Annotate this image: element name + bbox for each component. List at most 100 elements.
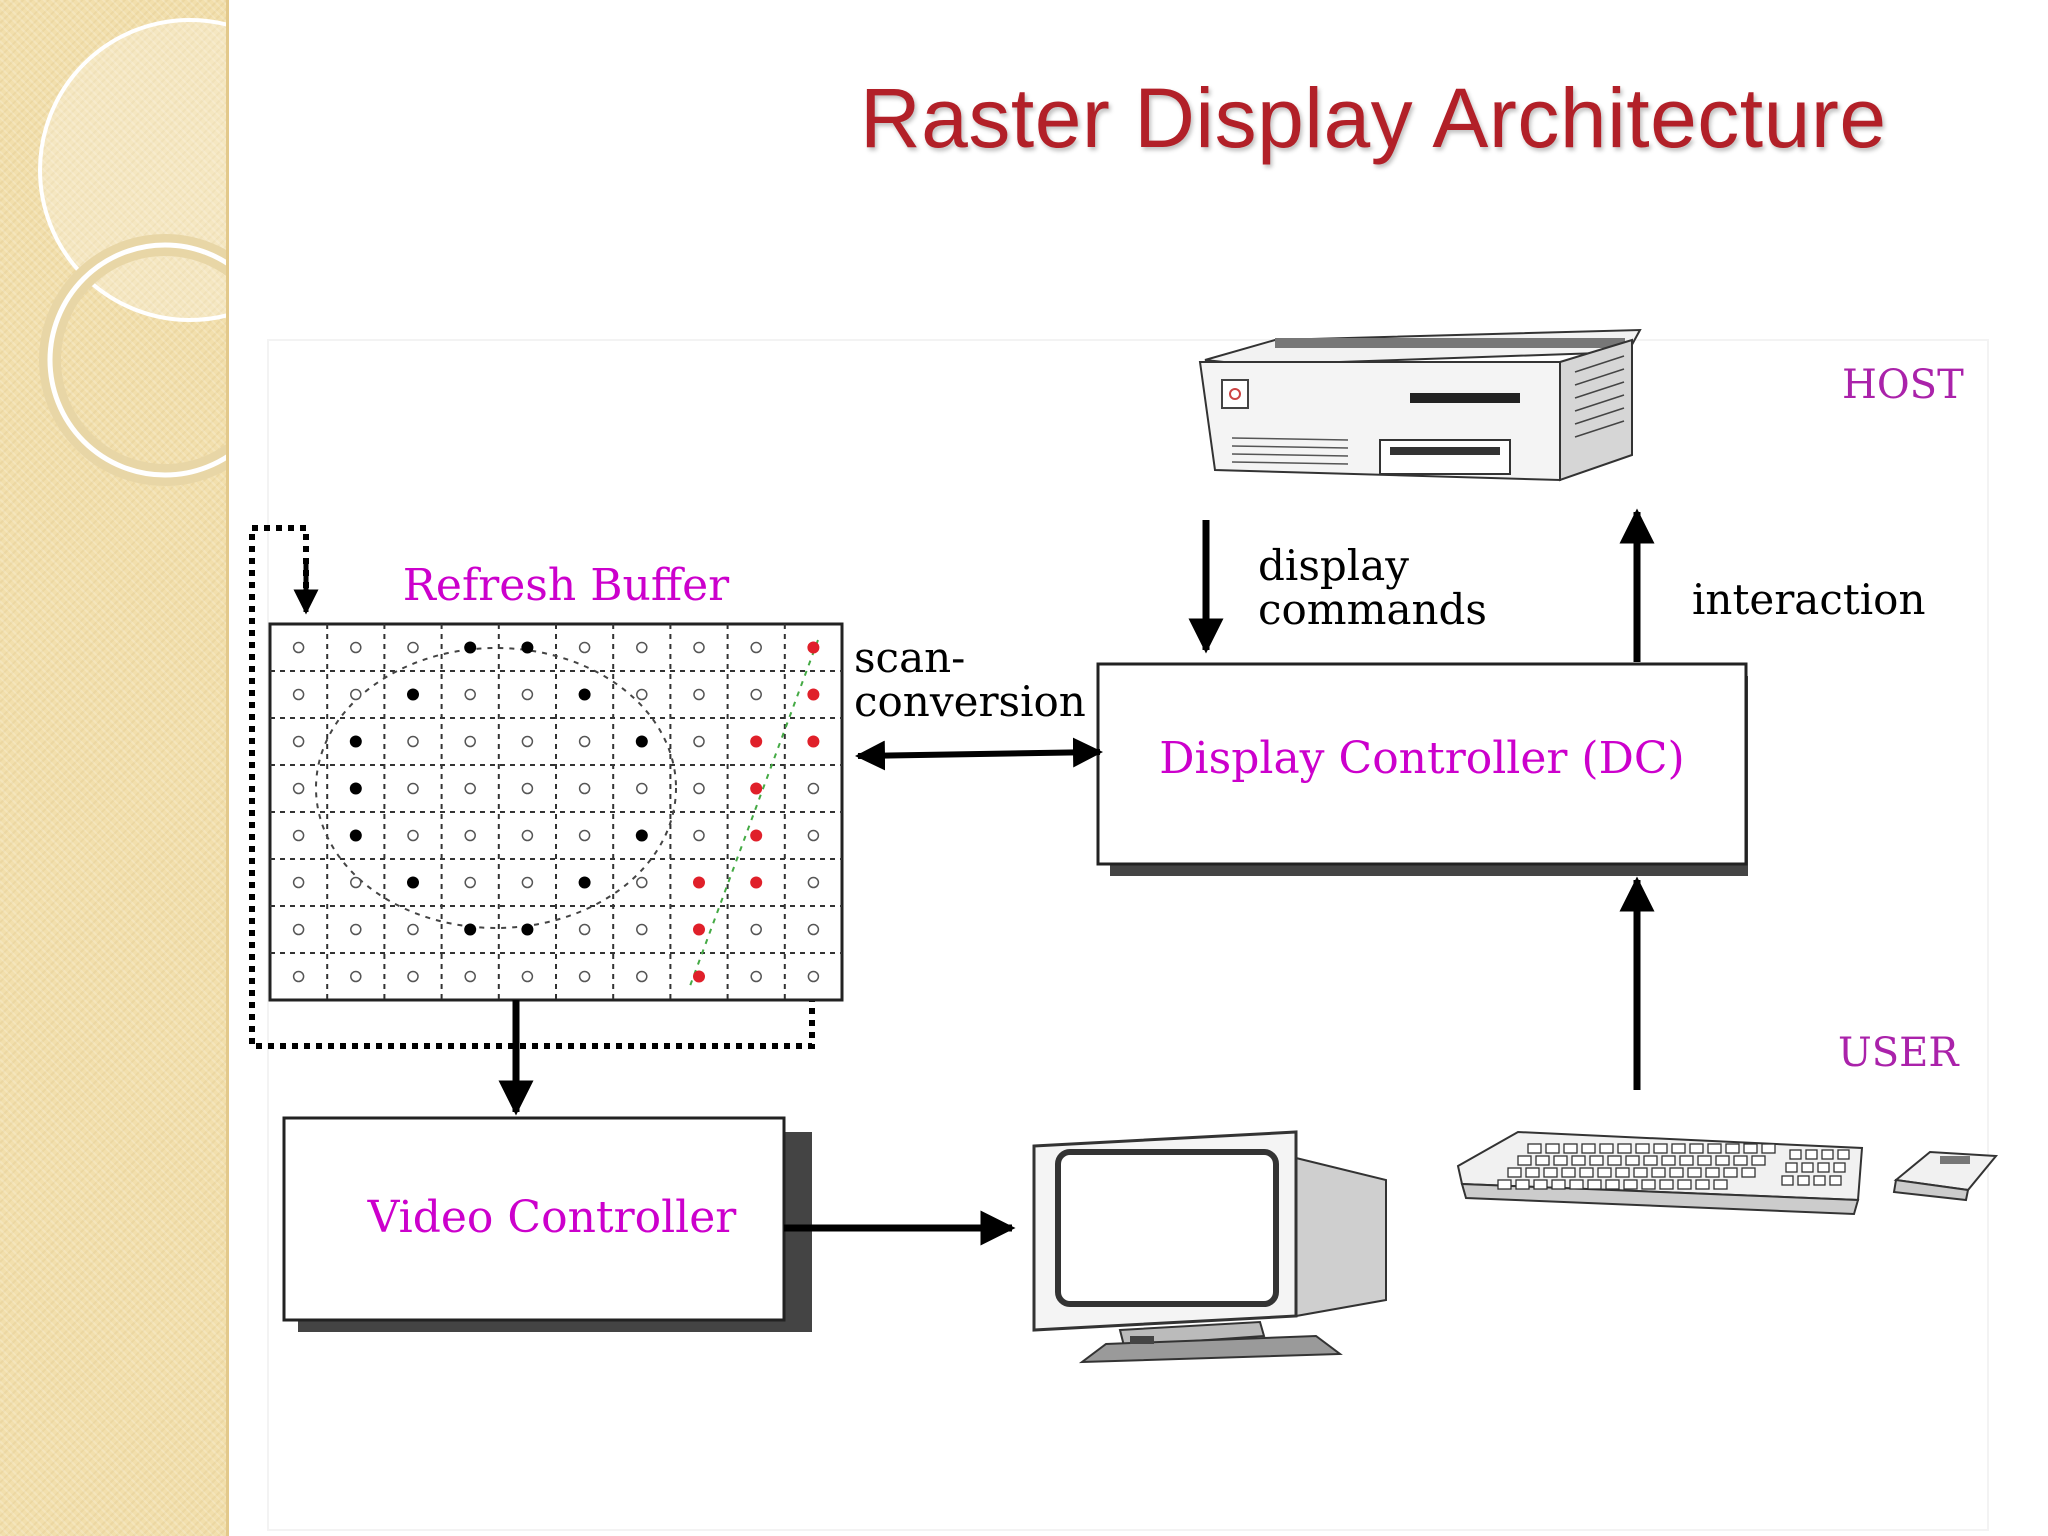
grid-pixel-red [693, 970, 705, 983]
grid-pixel-off [636, 782, 648, 795]
keyboard-key [1561, 1167, 1576, 1178]
keyboard-key [1515, 1179, 1530, 1190]
keyboard-key [1563, 1143, 1578, 1154]
keyboard-key [1525, 1167, 1540, 1178]
scan-conversion-arrow [855, 737, 1103, 771]
slide-title: Raster Display Architecture [860, 71, 1887, 165]
keyboard-key [1677, 1179, 1692, 1190]
keyboard-key [1715, 1155, 1730, 1166]
grid-pixel-off [350, 970, 362, 983]
grid-pixel-off [750, 641, 762, 654]
keyboard-icon [1456, 1130, 1864, 1216]
keyboard-key [1545, 1143, 1560, 1154]
grid-pixel-off [807, 876, 820, 889]
grid-pixel-off [693, 735, 705, 748]
keyboard-key [1553, 1155, 1568, 1166]
grid-pixel-on [578, 876, 591, 889]
keyboard-key [1741, 1167, 1756, 1178]
keyboard-key [1725, 1143, 1740, 1154]
grid-pixel-off [464, 829, 476, 842]
grid-pixel-off [578, 970, 591, 983]
grid-pixel-off [521, 970, 534, 983]
keyboard-key [1689, 1143, 1704, 1154]
keyboard-key [1723, 1167, 1738, 1178]
keyboard-key [1587, 1179, 1602, 1190]
keyboard-key [1615, 1167, 1630, 1178]
decorative-side-band [0, 0, 228, 1536]
keyboard-key [1569, 1179, 1584, 1190]
grid-pixel-off [693, 829, 705, 842]
keyboard-key [1785, 1162, 1798, 1173]
keyboard-key [1617, 1143, 1632, 1154]
keyboard-key [1651, 1167, 1666, 1178]
display-commands-label-line1: display [1258, 541, 1409, 590]
grid-pixel-off [292, 876, 305, 889]
grid-pixel-off [464, 782, 476, 795]
keyboard-key [1625, 1155, 1640, 1166]
grid-pixel-off [807, 970, 820, 983]
grid-pixel-off [807, 923, 820, 936]
grid-pixel-off [350, 876, 362, 889]
grid-pixel-off [292, 641, 305, 654]
grid-pixel-on [635, 735, 648, 748]
grid-pixel-off [636, 970, 648, 983]
keyboard-key [1623, 1179, 1638, 1190]
keyboard-key [1659, 1179, 1674, 1190]
grid-pixel-off [464, 970, 476, 983]
grid-pixel-off [292, 782, 305, 795]
grid-pixel-off [636, 641, 648, 654]
grid-pixel-off [407, 829, 419, 842]
keyboard-key [1761, 1143, 1776, 1154]
keyboard-key [1707, 1143, 1722, 1154]
keyboard-key [1789, 1149, 1802, 1160]
grid-pixel-red [693, 923, 705, 936]
grid-pixel-red [750, 876, 763, 889]
grid-pixel-red [750, 782, 763, 795]
grid-pixel-on [407, 688, 419, 701]
scan-conversion-label-line2: conversion [854, 677, 1086, 726]
grid-pixel-off [521, 735, 534, 748]
keyboard-key [1599, 1143, 1614, 1154]
diagram-frame [267, 339, 1989, 1531]
keyboard-key [1643, 1155, 1658, 1166]
grid-pixel-off [292, 970, 305, 983]
grid-pixel-on [407, 876, 419, 889]
grid-pixel-off [350, 641, 362, 654]
grid-pixel-off [636, 923, 648, 936]
grid-pixel-on [635, 829, 648, 842]
keyboard-key [1635, 1143, 1650, 1154]
grid-pixel-off [750, 688, 762, 701]
grid-pixel-on [521, 641, 534, 654]
keyboard-key [1543, 1167, 1558, 1178]
keyboard-key [1829, 1175, 1842, 1186]
grid-pixel-off [521, 829, 534, 842]
grid-pixel-off [521, 782, 534, 795]
grid-pixel-off [578, 782, 591, 795]
grid-pixel-off [578, 829, 591, 842]
keyboard-key [1679, 1155, 1694, 1166]
grid-pixel-off [807, 829, 820, 842]
grid-pixel-red [807, 688, 820, 701]
refresh-buffer-label: Refresh Buffer [403, 560, 730, 611]
keyboard-key [1633, 1167, 1648, 1178]
grid-pixel-off [693, 688, 705, 701]
keyboard-key [1641, 1179, 1656, 1190]
user-label: USER [1838, 1030, 1960, 1076]
grid-pixel-on [349, 782, 362, 795]
grid-pixel-on [464, 641, 477, 654]
video-controller-label: Video Controller [367, 1192, 738, 1243]
band-edge-line [226, 0, 229, 1536]
host-label: HOST [1842, 362, 1964, 408]
keyboard-key [1653, 1143, 1668, 1154]
keyboard-key [1597, 1167, 1612, 1178]
keyboard-key [1697, 1155, 1712, 1166]
keyboard-key [1813, 1175, 1826, 1186]
grid-pixel-off [464, 735, 476, 748]
keyboard-key [1551, 1179, 1566, 1190]
keyboard-key [1837, 1149, 1850, 1160]
grid-pixel-off [807, 782, 820, 795]
keyboard-key [1687, 1167, 1702, 1178]
grid-pixel-off [464, 688, 476, 701]
grid-pixel-off [636, 876, 648, 889]
